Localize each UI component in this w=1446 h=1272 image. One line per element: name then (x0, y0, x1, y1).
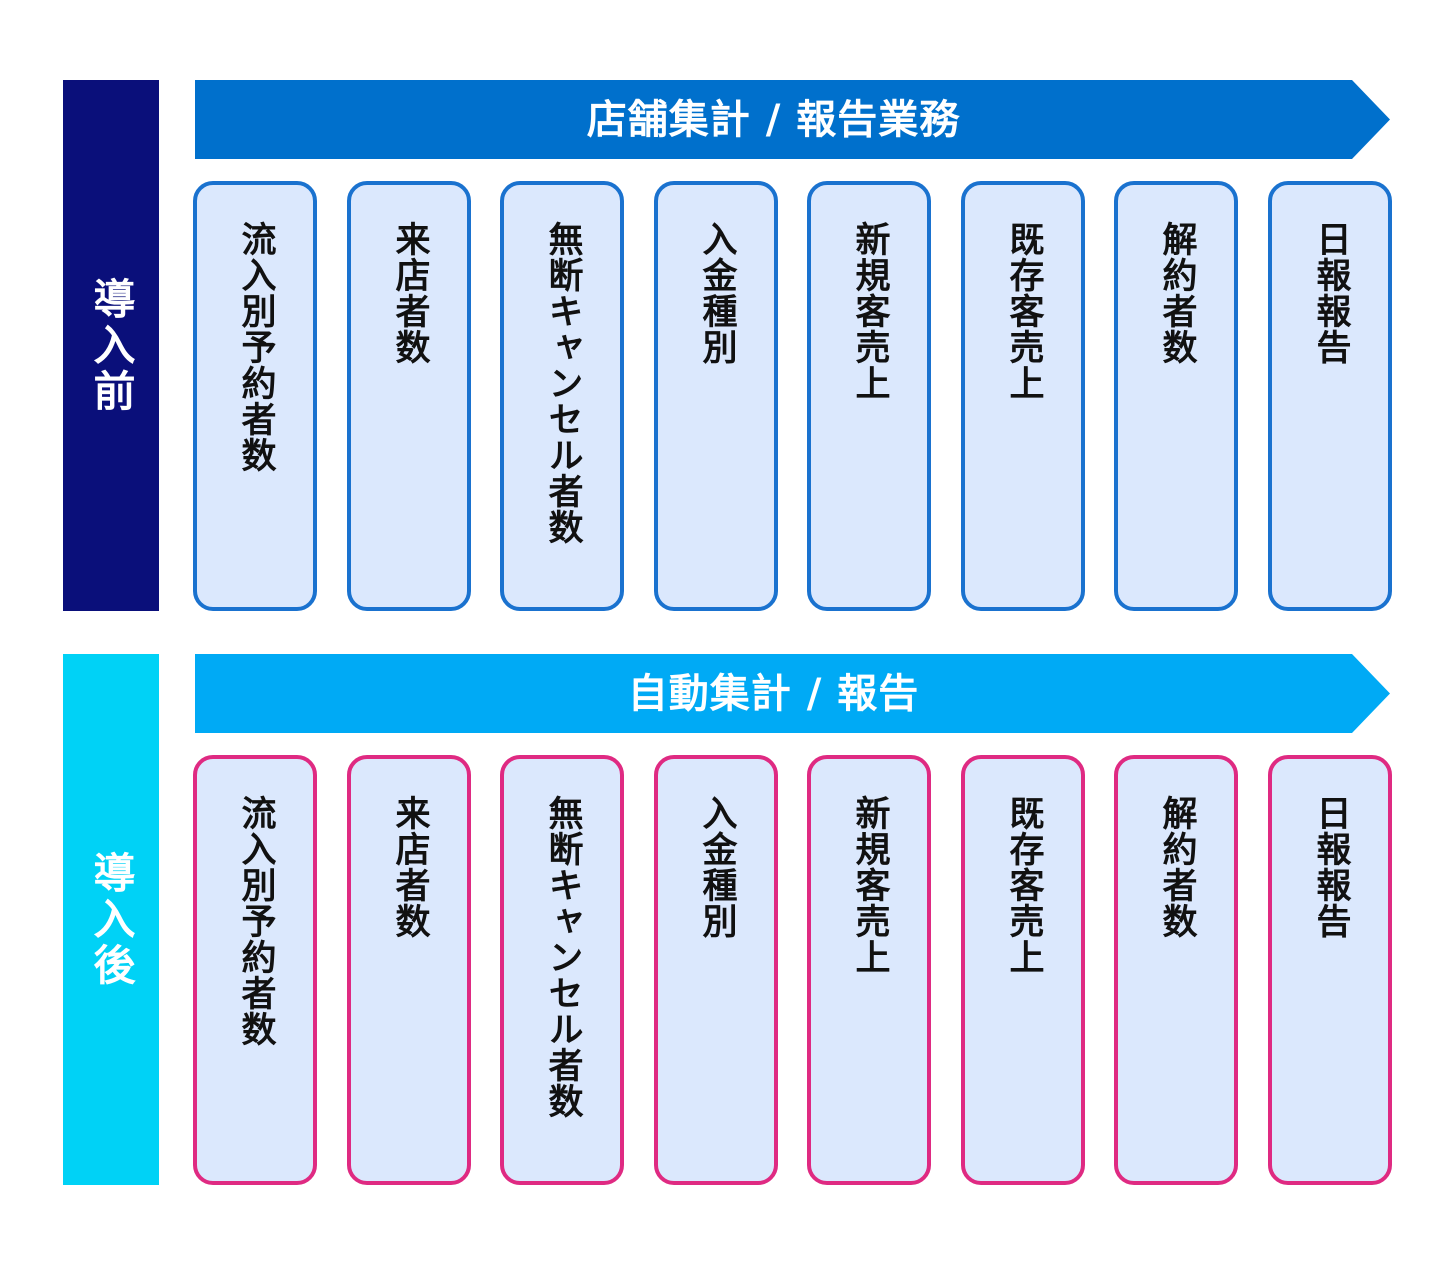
card-after-4-label: 入金種別 (696, 795, 737, 939)
card-before-3: 無断キャンセル者数 (500, 181, 624, 611)
section-label-before-text: 導入前 (87, 276, 136, 415)
section-label-before: 導入前 (63, 80, 159, 611)
card-after-4: 入金種別 (654, 755, 778, 1185)
banner-title-before: 店舗集計 / 報告業務 (586, 96, 961, 143)
card-before-8: 日報報告 (1268, 181, 1392, 611)
card-before-1-label: 流入別予約者数 (235, 221, 276, 473)
card-before-2-label: 来店者数 (389, 221, 430, 365)
banner-title-after: 自動集計 / 報告 (627, 670, 920, 717)
card-after-5-label: 新規客売上 (849, 795, 890, 975)
card-row-before: 流入別予約者数 来店者数 無断キャンセル者数 入金種別 新規客売上 既存客売上 … (193, 181, 1392, 611)
card-after-5: 新規客売上 (807, 755, 931, 1185)
card-after-6: 既存客売上 (961, 755, 1085, 1185)
card-after-7-label: 解約者数 (1156, 795, 1197, 939)
card-row-after: 流入別予約者数 来店者数 無断キャンセル者数 入金種別 新規客売上 既存客売上 … (193, 755, 1392, 1185)
card-before-5-label: 新規客売上 (849, 221, 890, 401)
card-before-4: 入金種別 (654, 181, 778, 611)
section-label-after: 導入後 (63, 654, 159, 1185)
card-after-1: 流入別予約者数 (193, 755, 317, 1185)
card-after-1-label: 流入別予約者数 (235, 795, 276, 1047)
card-after-2: 来店者数 (347, 755, 471, 1185)
card-after-8-label: 日報報告 (1310, 795, 1351, 939)
banner-arrow-before: 店舗集計 / 報告業務 (195, 80, 1390, 159)
card-before-3-label: 無断キャンセル者数 (542, 221, 583, 545)
card-before-8-label: 日報報告 (1310, 221, 1351, 365)
card-before-6-label: 既存客売上 (1003, 221, 1044, 401)
section-label-after-text: 導入後 (87, 850, 136, 989)
card-after-3: 無断キャンセル者数 (500, 755, 624, 1185)
card-after-6-label: 既存客売上 (1003, 795, 1044, 975)
card-before-7-label: 解約者数 (1156, 221, 1197, 365)
card-after-2-label: 来店者数 (389, 795, 430, 939)
card-before-7: 解約者数 (1114, 181, 1238, 611)
card-after-3-label: 無断キャンセル者数 (542, 795, 583, 1119)
card-before-2: 来店者数 (347, 181, 471, 611)
card-before-5: 新規客売上 (807, 181, 931, 611)
card-before-6: 既存客売上 (961, 181, 1085, 611)
banner-arrow-after: 自動集計 / 報告 (195, 654, 1390, 733)
card-after-8: 日報報告 (1268, 755, 1392, 1185)
card-before-4-label: 入金種別 (696, 221, 737, 365)
card-before-1: 流入別予約者数 (193, 181, 317, 611)
card-after-7: 解約者数 (1114, 755, 1238, 1185)
